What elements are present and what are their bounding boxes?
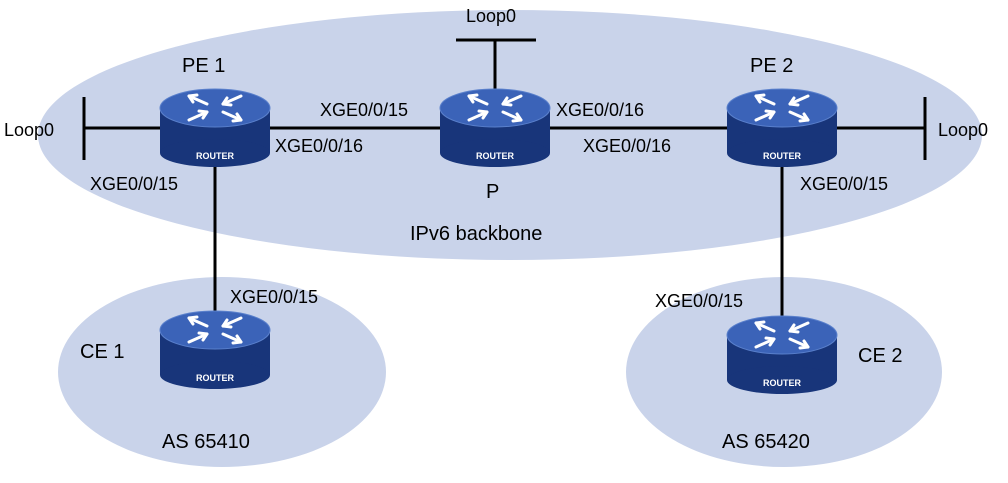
region-label-as-65410: AS 65410 [162,431,250,453]
device-name-pe2: PE 2 [750,55,793,77]
interface-label-pe1-to-ce1: XGE0/0/15 [90,174,178,194]
interface-label-ce2-to-pe2: XGE0/0/15 [655,291,743,311]
interface-label-ce1-to-pe1: XGE0/0/15 [230,287,318,307]
interface-label-pe2-to-ce2: XGE0/0/15 [800,174,888,194]
router-pe2[interactable]: ROUTER [725,87,839,169]
region-label-backbone: IPv6 backbone [410,223,542,245]
router-ce2[interactable]: ROUTER [725,314,839,396]
interface-label-pe1-to-p: XGE0/0/16 [275,136,363,156]
interface-label-pe2-to-p: XGE0/0/16 [583,136,671,156]
router-p[interactable]: ROUTER [438,87,552,169]
router-badge: ROUTER [763,378,802,388]
device-name-p: P [486,181,499,203]
loopback-label-pe1: Loop0 [4,120,54,140]
router-pe1[interactable]: ROUTER [158,87,272,169]
device-name-pe1: PE 1 [182,55,225,77]
interface-label-p-to-pe2: XGE0/0/16 [556,100,644,120]
router-badge: ROUTER [476,151,515,161]
router-badge: ROUTER [196,373,235,383]
router-badge: ROUTER [196,151,235,161]
router-ce1[interactable]: ROUTER [158,309,272,391]
device-name-ce1: CE 1 [80,341,124,363]
loopback-label-p: Loop0 [466,6,516,26]
region-label-as-65420: AS 65420 [722,431,810,453]
router-badge: ROUTER [763,151,802,161]
device-name-ce2: CE 2 [858,345,902,367]
loopback-label-pe2: Loop0 [938,120,988,140]
interface-label-p-to-pe1: XGE0/0/15 [320,100,408,120]
